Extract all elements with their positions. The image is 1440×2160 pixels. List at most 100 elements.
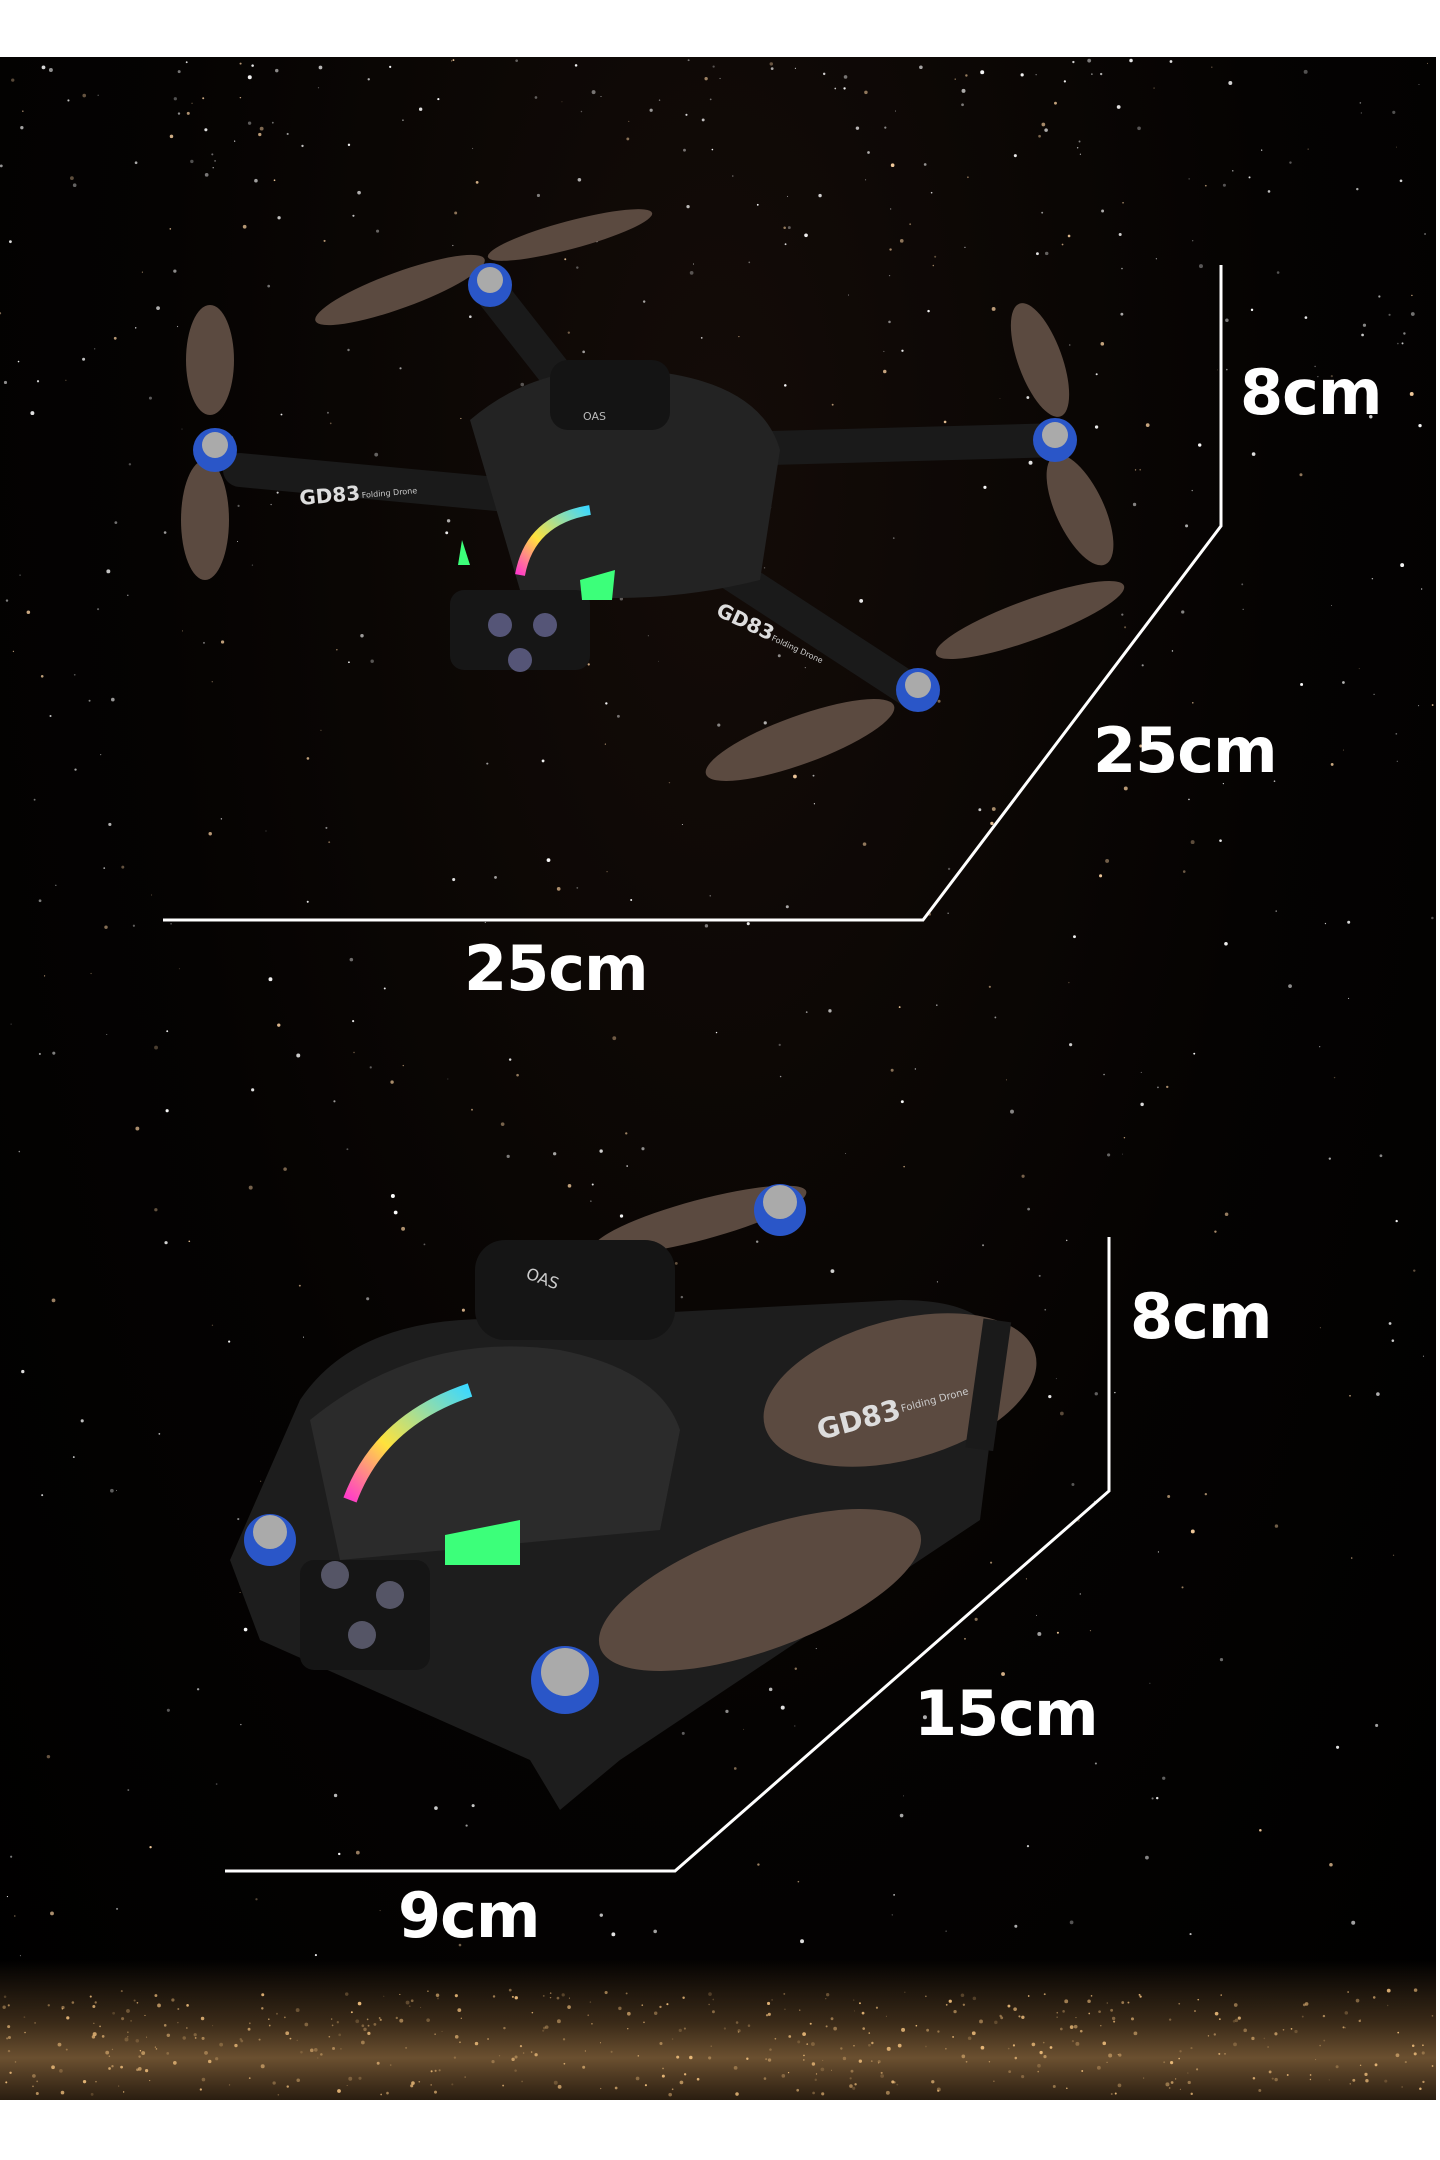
star (247, 75, 252, 80)
star (325, 826, 328, 829)
star (19, 574, 21, 576)
star (251, 564, 254, 566)
star (864, 90, 868, 95)
folded-depth-label: 15cm (914, 1677, 1099, 1750)
star (1224, 941, 1228, 946)
star (74, 768, 77, 771)
star (1091, 73, 1093, 75)
star (889, 248, 892, 251)
star (1132, 502, 1137, 507)
dust-particle (1168, 2087, 1171, 2089)
star (1157, 1551, 1159, 1553)
star (156, 306, 160, 310)
star (967, 176, 969, 179)
dust-particle (434, 2090, 437, 2094)
star (82, 93, 87, 98)
star (605, 702, 608, 705)
dust-particle (285, 2031, 290, 2036)
star (1189, 1933, 1192, 1936)
star (1395, 1219, 1398, 1223)
dust-particle (137, 2067, 142, 2071)
dust-particle (802, 2032, 806, 2037)
dust-particle (410, 2084, 414, 2088)
dust-particle (542, 1994, 545, 1997)
dust-particle (1207, 2035, 1210, 2037)
star (30, 411, 35, 416)
dust-particle (149, 2080, 151, 2082)
star (346, 1148, 349, 1151)
dust-particle (336, 2021, 339, 2024)
star (794, 1667, 798, 1670)
star (812, 774, 815, 777)
dust-particle (625, 1992, 628, 1995)
dust-particle (880, 2071, 883, 2074)
star (1217, 369, 1218, 371)
dust-particle (1110, 2008, 1114, 2012)
dust-particle (135, 2039, 140, 2043)
dust-particle (915, 2024, 918, 2027)
star (283, 1167, 287, 1171)
dust-particle (1252, 2077, 1256, 2080)
dust-particle (961, 2054, 966, 2059)
dust-particle (1027, 1995, 1030, 1997)
star (1228, 81, 1233, 85)
star (1274, 1524, 1279, 1528)
star (680, 1295, 684, 1299)
star (848, 294, 850, 296)
dust-particle (51, 2065, 55, 2070)
dust-particle (380, 2093, 383, 2096)
star (1413, 1269, 1416, 1272)
dust-particle (797, 2040, 801, 2044)
dust-particle (1359, 2019, 1361, 2021)
star (964, 246, 966, 249)
star (902, 1795, 904, 1797)
dust-particle (358, 2076, 362, 2080)
dust-particle (36, 2080, 39, 2083)
dust-particle (399, 1993, 401, 1996)
star (784, 384, 787, 387)
dust-particle (386, 2091, 389, 2095)
dust-particle (1117, 2083, 1122, 2088)
dust-particle (542, 2029, 545, 2032)
star (51, 1298, 56, 1303)
star (113, 336, 117, 340)
dust-particle (248, 2077, 251, 2079)
dust-particle (1274, 2077, 1278, 2082)
star (1422, 1355, 1425, 1357)
dust-particle (1096, 2065, 1101, 2070)
dust-particle (781, 2074, 786, 2078)
dust-particle (811, 2042, 815, 2046)
dust-particle (124, 2037, 129, 2042)
star (922, 1715, 927, 1720)
star (1373, 693, 1375, 696)
star (843, 87, 846, 90)
star (1324, 922, 1327, 925)
dust-particle (641, 2004, 644, 2006)
star (471, 1108, 473, 1111)
dust-particle (787, 2072, 790, 2074)
star (961, 103, 964, 107)
dust-particle (320, 2053, 323, 2056)
star (1124, 626, 1127, 629)
star (1036, 252, 1039, 256)
star (306, 757, 310, 760)
dust-particle (952, 2036, 955, 2038)
dust-particle (735, 2021, 739, 2024)
star (1181, 1586, 1184, 1589)
star (709, 895, 711, 897)
dust-particle (659, 2042, 663, 2046)
star (923, 163, 927, 166)
dust-particle (111, 2048, 114, 2051)
star (717, 723, 721, 727)
star (336, 649, 338, 651)
dust-particle (361, 2024, 365, 2028)
star (46, 1754, 51, 1759)
dust-particle (14, 2061, 17, 2063)
star (1072, 60, 1075, 64)
dust-particle (7, 2025, 11, 2029)
dust-particle (122, 2091, 125, 2093)
dust-particle (90, 2092, 94, 2096)
star (1121, 267, 1123, 270)
dust-particle (1286, 2074, 1289, 2076)
dust-particle (531, 2011, 534, 2014)
